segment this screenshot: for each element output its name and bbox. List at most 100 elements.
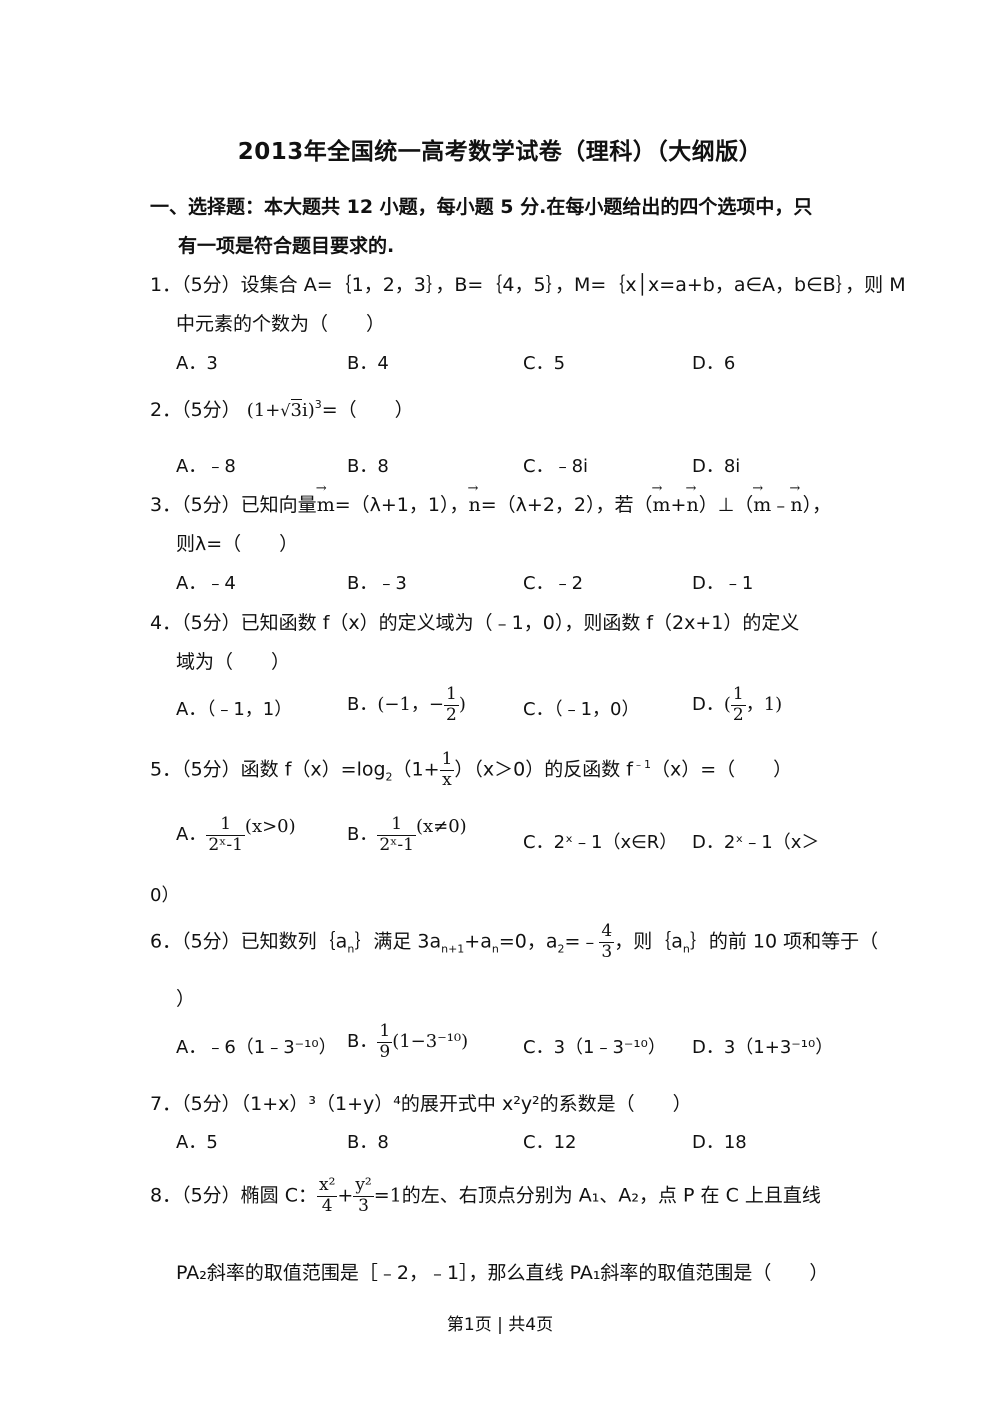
question-3-end: ）， <box>802 494 832 516</box>
question-5-option-d: D．2ˣ﹣1（x＞ <box>692 832 820 853</box>
question-2-option-b: B．8 <box>347 456 389 477</box>
question-6-mid5: ，则｛a <box>614 930 683 953</box>
vector-n-2: n <box>685 481 698 516</box>
subscript-n-2: n <box>491 942 499 956</box>
question-3-option-c: C．﹣2 <box>523 573 584 594</box>
question-3-line2: 则λ=（ ） <box>176 533 299 555</box>
question-4-line1: 4．（5分）已知函数 f（x）的定义域为（﹣1，0），则函数 f（2x+1）的定… <box>150 612 800 634</box>
question-2-power: 3 <box>314 398 322 411</box>
subscript-n-3: n <box>682 942 690 956</box>
question-6-prefix: 6．（5分）已知数列｛a <box>150 930 348 953</box>
question-4-option-b-open: (−1，− <box>377 694 444 716</box>
question-1-option-d: D．6 <box>692 353 736 374</box>
section-heading-line1: 一、选择题：本大题共 12 小题，每小题 5 分.在每小题给出的四个选项中，只 <box>150 196 813 218</box>
question-2-sqrt: 3 <box>290 399 302 421</box>
question-2: 2．（5分） (1+√3i) 3=（ ） <box>150 390 414 422</box>
fraction-numerator: 1 <box>439 749 455 771</box>
question-5-option-c: C．2ˣ﹣1（x∈R） <box>523 832 678 853</box>
fraction-denominator: 3 <box>601 941 613 962</box>
question-8-equals: =1 <box>373 1184 402 1207</box>
page-footer: 第1页 | 共4页 <box>446 1315 554 1335</box>
question-6-mid1: ｝满足 3a <box>354 930 442 953</box>
question-5-open: （1+ <box>392 758 440 781</box>
question-4-option-b-close: ) <box>458 694 466 716</box>
question-2-option-a: A．﹣8 <box>176 456 236 477</box>
question-6-mid4: =﹣ <box>564 930 600 953</box>
question-1-line2: 中元素的个数为（ ） <box>176 313 386 335</box>
fraction-denominator: 2ˣ-1 <box>208 834 243 855</box>
question-5-option-d-continued: 0） <box>150 885 180 906</box>
question-1-option-c: C．5 <box>523 353 566 374</box>
question-2-expr-open: (1+ <box>246 400 281 421</box>
question-6-mid3: =0，a <box>498 930 558 953</box>
question-4-option-d-open: ( <box>723 694 731 716</box>
question-4-option-c: C．（﹣1，0） <box>523 699 640 720</box>
question-1-option-a: A．3 <box>176 353 218 374</box>
question-3-line1: 3．（5分）已知向量m=（λ+1，1），n=（λ+2，2），若（m+n）⊥（m﹣… <box>150 481 832 517</box>
fraction-numerator: 4 <box>599 921 615 943</box>
section-heading-line2: 有一项是符合题目要求的. <box>178 235 395 257</box>
question-6-end: ｝的前 10 项和等于（ <box>689 930 879 953</box>
question-6-option-c: C．3（1﹣3⁻¹⁰） <box>523 1037 666 1058</box>
page-title: 2013年全国统一高考数学试卷（理科）（大纲版） <box>237 139 763 165</box>
log-base: 2 <box>385 770 393 784</box>
fraction-numerator: 1 <box>730 684 746 706</box>
question-5-option-b-prefix: B． <box>347 824 378 846</box>
question-3-option-a: A．﹣4 <box>176 573 236 594</box>
question-4-option-b-prefix: B． <box>347 694 378 716</box>
question-3-prefix: 3．（5分）已知向量 <box>150 494 317 516</box>
question-5-option-a-prefix: A． <box>176 824 207 846</box>
question-4-option-a: A．（﹣1，1） <box>176 699 293 720</box>
question-6-option-b-rest: (1−3⁻¹⁰) <box>392 1031 469 1053</box>
fraction-numerator: 1 <box>444 684 459 706</box>
question-2-expression: (1+√3i) <box>246 399 315 421</box>
question-2-expr-close: i) <box>301 400 315 421</box>
fraction-denominator: 4 <box>321 1195 333 1216</box>
fraction-numerator: y² <box>353 1175 374 1197</box>
question-3-minus: ﹣ <box>771 494 791 516</box>
fraction-denominator: 9 <box>379 1041 391 1062</box>
question-6-line2: ） <box>176 988 196 1010</box>
fraction-denominator: 2 <box>446 704 457 725</box>
question-5-prefix: 5．（5分）函数 f（x）=log <box>150 758 386 781</box>
question-7: 7．（5分）（1+x）³（1+y）⁴的展开式中 x²y²的系数是（ ） <box>150 1093 692 1115</box>
question-7-option-c: C．12 <box>523 1132 577 1153</box>
question-5-option-b-condition: (x≠0) <box>415 816 467 838</box>
question-7-option-b: B．8 <box>347 1132 389 1153</box>
question-3-plus: + <box>670 494 687 516</box>
question-6-mid2: +a <box>464 930 492 953</box>
subscript-2: 2 <box>557 942 565 956</box>
question-4-option-d-close: ，1) <box>745 694 783 716</box>
question-7-option-d: D．18 <box>692 1132 747 1153</box>
vector-n-3: n <box>789 481 802 516</box>
question-2-option-c: C．﹣8i <box>523 456 589 477</box>
question-6-option-b-prefix: B． <box>347 1031 378 1053</box>
fraction-denominator: 2ˣ-1 <box>379 834 414 855</box>
question-5-rest: ）（x＞0）的反函数 f <box>454 758 633 781</box>
question-6-option-a: A．﹣6（1﹣3⁻¹⁰） <box>176 1037 337 1058</box>
question-3-option-b: B．﹣3 <box>347 573 407 594</box>
question-3-option-d: D．﹣1 <box>692 573 754 594</box>
fraction-numerator: 1 <box>206 814 245 836</box>
fraction-numerator: 1 <box>377 1021 393 1043</box>
question-2-prefix: 2．（5分） <box>150 399 241 421</box>
subscript-n-plus-1: n+1 <box>441 942 465 956</box>
fraction-denominator: 3 <box>358 1195 369 1216</box>
vector-m: m <box>316 481 335 516</box>
